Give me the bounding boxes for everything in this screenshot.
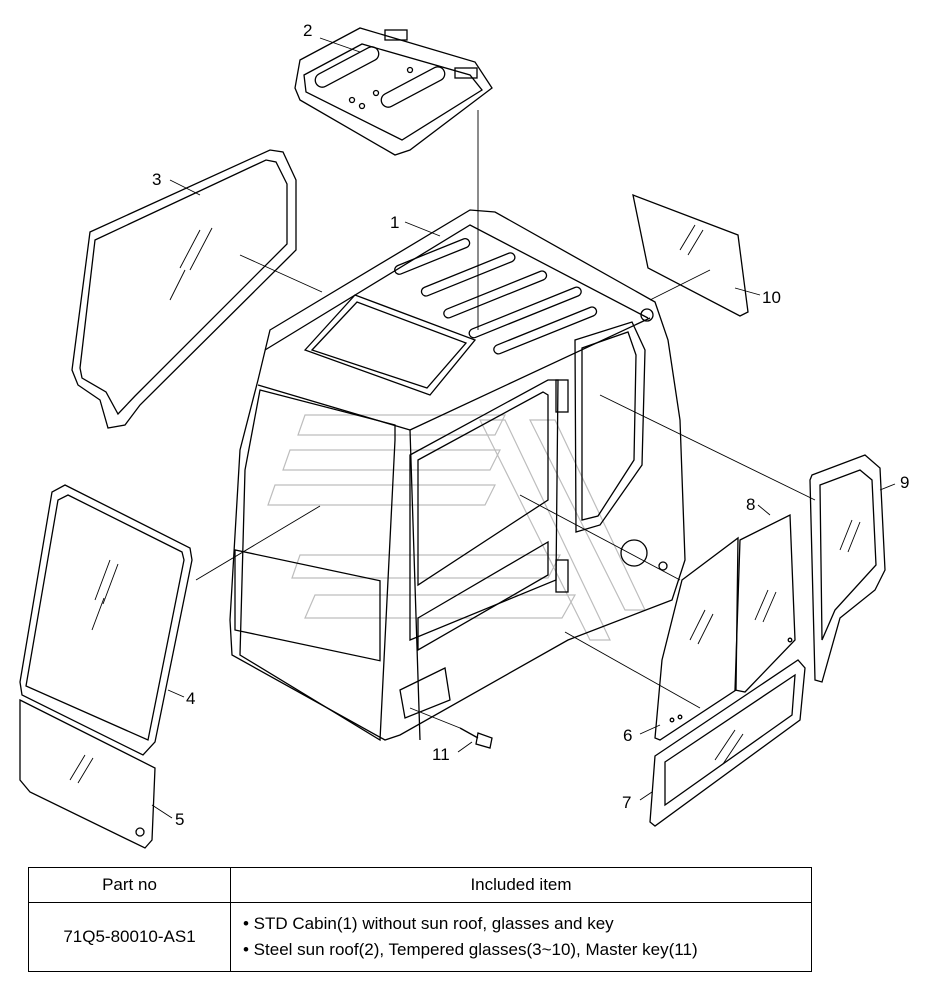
callout-2: 2 bbox=[303, 21, 312, 40]
master-key-part bbox=[459, 727, 493, 749]
glass-part-5 bbox=[19, 698, 156, 849]
included-items-cell: • STD Cabin(1) without sun roof, glasses… bbox=[230, 902, 812, 972]
glass-part-7 bbox=[649, 659, 806, 827]
included-item-line: • Steel sun roof(2), Tempered glasses(3~… bbox=[243, 940, 698, 959]
table-header-row: Part no Included item bbox=[28, 867, 812, 903]
watermark-logo bbox=[267, 414, 646, 641]
glass-part-9 bbox=[809, 454, 886, 683]
callout-9: 9 bbox=[900, 473, 909, 492]
header-included-item: Included item bbox=[230, 867, 812, 903]
callout-1: 1 bbox=[390, 213, 399, 232]
callout-labels: 2 3 1 10 9 8 4 6 11 7 5 bbox=[152, 21, 909, 829]
callout-7: 7 bbox=[622, 793, 631, 812]
leader-lines bbox=[151, 37, 896, 819]
glass-part-4 bbox=[19, 484, 193, 756]
callout-4: 4 bbox=[186, 689, 195, 708]
glass-part-10 bbox=[632, 193, 749, 317]
callout-3: 3 bbox=[152, 170, 161, 189]
callout-8: 8 bbox=[746, 495, 755, 514]
table-row: 71Q5-80010-AS1 • STD Cabin(1) without su… bbox=[28, 902, 812, 972]
part-number-cell: 71Q5-80010-AS1 bbox=[28, 902, 231, 972]
glass-part-6 bbox=[654, 536, 739, 741]
parts-table: Part no Included item 71Q5-80010-AS1 • S… bbox=[28, 867, 812, 972]
callout-5: 5 bbox=[175, 810, 184, 829]
cabin-body-part bbox=[229, 209, 686, 742]
exploded-cabin-diagram: 2 3 1 10 9 8 4 6 11 7 5 bbox=[19, 21, 909, 849]
glass-part-8 bbox=[734, 513, 796, 693]
callout-6: 6 bbox=[623, 726, 632, 745]
header-part-no: Part no bbox=[28, 867, 231, 903]
glass-part-3 bbox=[71, 149, 297, 429]
included-item-line: • STD Cabin(1) without sun roof, glasses… bbox=[243, 914, 614, 933]
callout-11: 11 bbox=[432, 745, 450, 764]
sun-roof-part bbox=[294, 27, 493, 156]
callout-10: 10 bbox=[762, 288, 781, 307]
